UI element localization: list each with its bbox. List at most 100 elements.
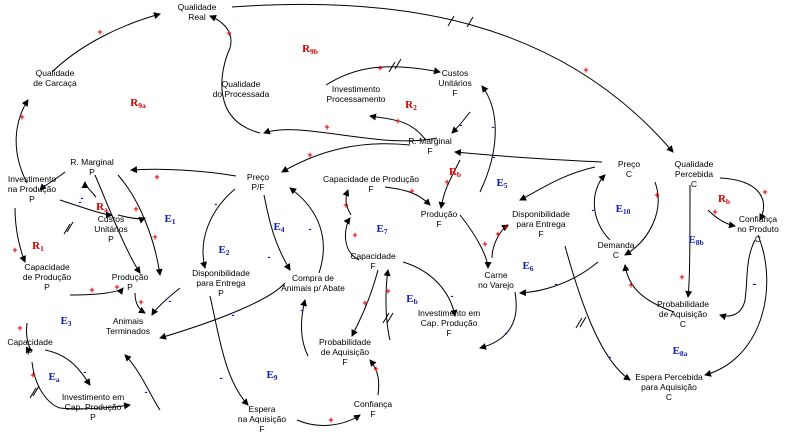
causal-link [593,174,611,241]
causal-link [209,295,249,406]
loop-label-e4: E4 [273,221,284,234]
positive-polarity: + [762,187,767,197]
loop-label-e5: E5 [496,177,507,190]
negative-polarity: - [609,352,612,362]
causal-link [281,143,411,173]
negative-polarity: - [493,152,496,162]
negative-polarity: - [555,279,558,289]
delay-mark [447,15,455,27]
causal-link [263,127,438,142]
positive-polarity: + [30,370,35,380]
negative-polarity: - [460,120,463,130]
loop-label-r1: R1 [32,240,44,253]
positive-polarity: + [307,150,312,160]
causal-link [564,245,631,381]
causal-link [130,166,237,177]
causal-link [81,181,97,198]
causal-link [719,239,756,321]
causal-link [491,224,509,259]
delay-mark [579,316,587,328]
loop-label-r9a: R9a [130,97,146,110]
negative-polarity: - [79,197,82,207]
loop-label-e8a: E8a [673,345,688,358]
positive-polarity: + [654,190,659,200]
negative-polarity: - [592,205,595,215]
negative-polarity: - [44,180,47,190]
positive-polarity: + [362,298,367,308]
negative-polarity: - [754,279,757,289]
delay-mark [394,58,402,70]
positive-polarity: + [373,364,378,374]
causal-link [59,199,113,219]
positive-polarity: + [328,415,333,425]
positive-polarity: + [628,280,633,290]
causal-link [624,181,659,256]
loop-label-e10: E10 [616,203,631,216]
negative-polarity: - [81,193,84,203]
negative-polarity: - [215,199,218,209]
causal-link [209,14,261,134]
positive-polarity: + [152,232,157,242]
negative-polarity: - [753,279,756,289]
loop-label-ra: Ra [96,201,108,214]
causal-link [25,322,33,354]
delay-mark [63,223,71,235]
negative-polarity: - [301,305,304,315]
negative-polarity: - [268,252,271,262]
loop-label-e2: E2 [218,244,229,257]
loop-label-eb: Eb [406,293,418,306]
negative-polarity: - [505,328,508,338]
positive-polarity: + [385,286,390,296]
causal-link [134,292,146,314]
positive-polarity: + [17,323,22,333]
causal-link [325,66,441,86]
negative-polarity: - [232,310,235,320]
loop-label-r2: R2 [405,99,417,112]
positive-polarity: + [97,27,102,37]
positive-polarity: + [503,222,508,232]
delay-mark [388,61,396,73]
loop-label-e9: E9 [266,369,277,382]
causal-link [14,207,26,263]
delay-mark [575,317,583,329]
positive-polarity: + [395,116,400,126]
causal-link [402,261,458,317]
causal-link [685,184,693,298]
positive-polarity: + [19,112,24,122]
negative-polarity: - [84,367,87,377]
delay-mark [66,221,74,233]
causal-link [15,99,29,184]
causal-link [351,269,379,337]
causal-link [51,12,161,73]
negative-polarity: - [145,387,148,397]
causal-link [289,187,324,274]
positive-polarity: + [583,65,588,75]
loop-label-e8b: E8b [688,234,703,247]
causal-link [369,113,426,140]
negative-polarity: - [169,296,172,306]
loop-label-r9b: R9b [302,43,318,56]
causal-link [704,234,768,377]
positive-polarity: + [377,63,382,73]
causal-link [124,354,161,411]
negative-polarity: - [451,291,454,301]
